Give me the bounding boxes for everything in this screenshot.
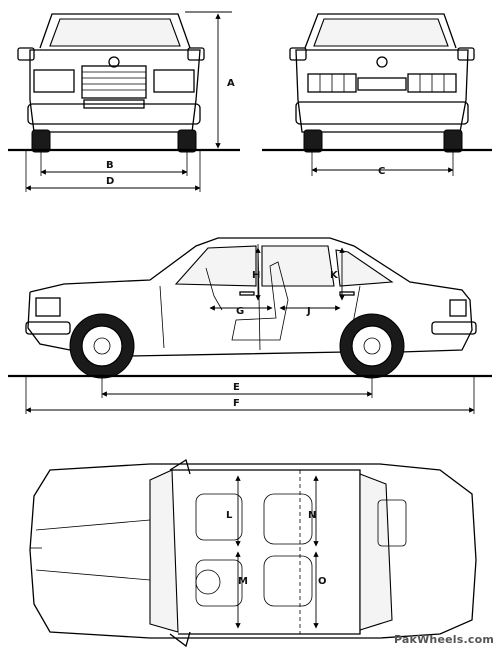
dim-label-f: F <box>233 398 240 409</box>
rear-view: C <box>289 13 475 177</box>
top-view: L M N O <box>29 458 477 648</box>
dim-label-k: K <box>330 270 339 281</box>
watermark: PakWheels.com <box>393 633 494 646</box>
dim-label-o: O <box>318 576 327 587</box>
dim-label-h: H <box>252 270 260 281</box>
dim-label-j: J <box>306 306 311 317</box>
side-view: H K G J E F <box>25 237 477 414</box>
dim-label-n: N <box>308 510 316 521</box>
front-view: A B D <box>17 11 235 192</box>
dim-label-c: C <box>378 166 385 177</box>
dim-label-b: B <box>106 160 114 171</box>
dim-label-m: M <box>238 576 248 587</box>
dim-label-d: D <box>106 176 114 187</box>
dim-label-l: L <box>226 510 233 521</box>
dim-label-e: E <box>233 382 240 393</box>
dim-label-g: G <box>236 306 244 317</box>
dim-label-a: A <box>227 78 235 89</box>
